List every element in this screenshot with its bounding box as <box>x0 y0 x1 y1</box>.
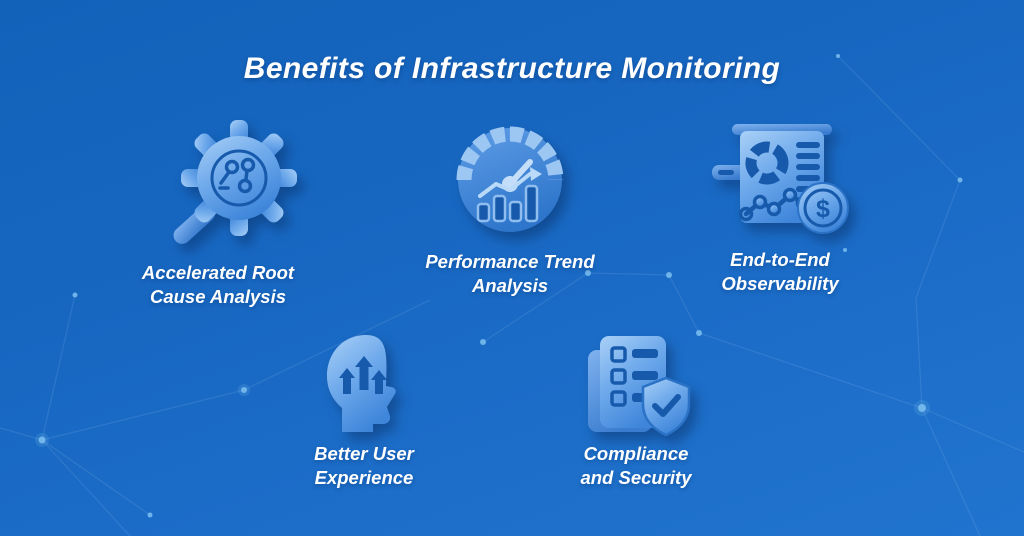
circuit-icon <box>218 157 256 194</box>
bar-chart-icon <box>476 184 539 223</box>
benefit-item-compliance-security: Compliance and Security <box>506 332 766 491</box>
gear-magnifier-icon <box>137 116 299 251</box>
gear-shape <box>181 120 297 236</box>
dollar-coin-icon: $ <box>797 182 849 234</box>
trend-arrow-icon <box>478 167 542 198</box>
benefit-label: Compliance and Security <box>580 443 692 489</box>
benefit-item-performance-trend: Performance Trend Analysis <box>380 118 640 299</box>
head-arrows-icon <box>309 332 419 436</box>
up-arrows-icon <box>339 356 387 394</box>
report-dollar-icon: $ <box>710 116 850 238</box>
shield-check-icon <box>641 376 691 436</box>
donut-chart-icon <box>745 141 789 185</box>
benefit-item-observability: $ End-to-End Observability <box>650 116 910 297</box>
dollar-symbol: $ <box>816 195 830 223</box>
page-title: Benefits of Infrastructure Monitoring <box>243 52 781 85</box>
benefit-item-user-experience: Better User Experience <box>234 332 494 491</box>
benefit-label: Performance Trend Analysis <box>425 251 595 297</box>
checklist-shield-icon <box>574 332 698 436</box>
benefit-label: Accelerated Root Cause Analysis <box>141 262 295 308</box>
gauge-chart-icon <box>450 118 570 240</box>
benefit-label: Better User Experience <box>314 443 414 489</box>
benefit-item-root-cause-analysis: Accelerated Root Cause Analysis <box>88 116 348 310</box>
gauge-segments <box>456 126 564 181</box>
benefit-label: End-to-End Observability <box>721 249 839 295</box>
